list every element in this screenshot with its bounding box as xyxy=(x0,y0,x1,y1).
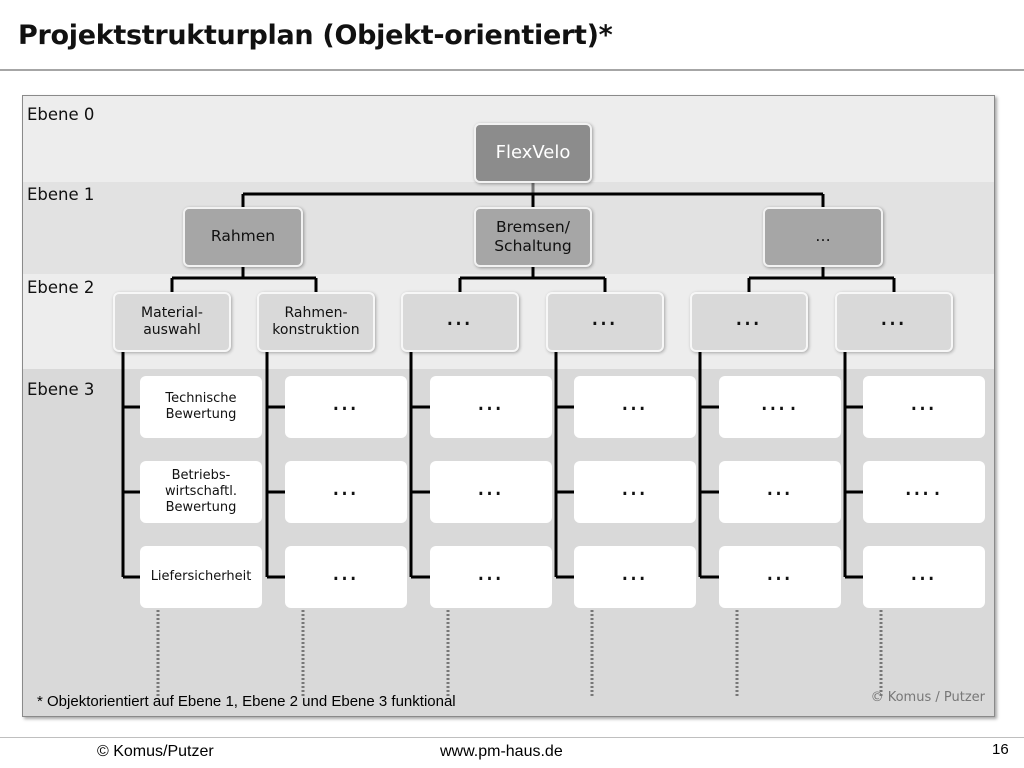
footer-website: www.pm-haus.de xyxy=(440,743,563,760)
level-label-2: Ebene 2 xyxy=(27,278,95,297)
footnote: * Objektorientiert auf Ebene 1, Ebene 2 … xyxy=(37,693,456,710)
level1-node: Rahmen xyxy=(183,207,303,267)
level3-node: Liefersicherheit xyxy=(140,546,262,608)
level3-node: … xyxy=(574,546,696,608)
level3-node: …. xyxy=(719,376,841,438)
level3-node: … xyxy=(719,461,841,523)
page-number: 16 xyxy=(992,741,1009,758)
level2-node: Rahmen- konstruktion xyxy=(257,292,375,352)
connector-lines xyxy=(121,183,896,696)
level2-node: … xyxy=(835,292,953,352)
level2-node: … xyxy=(401,292,519,352)
level3-node: … xyxy=(719,546,841,608)
level3-node: … xyxy=(285,546,407,608)
copyright-watermark: © Komus / Putzer xyxy=(870,690,985,705)
level3-node: … xyxy=(285,461,407,523)
wbs-diagram: Ebene 0 Ebene 1 Ebene 2 Ebene 3 * Objekt… xyxy=(22,95,995,717)
level3-node: … xyxy=(863,376,985,438)
root-node: FlexVelo xyxy=(474,123,592,183)
level3-node: …. xyxy=(863,461,985,523)
level3-node: Betriebs- wirtschaftl. Bewertung xyxy=(140,461,262,523)
level3-node: … xyxy=(430,461,552,523)
level3-node: … xyxy=(285,376,407,438)
level3-node: Technische Bewertung xyxy=(140,376,262,438)
level-label-1: Ebene 1 xyxy=(27,185,95,204)
slide-title: Projektstrukturplan (Objekt-orientiert)* xyxy=(18,20,613,51)
level2-node: … xyxy=(690,292,808,352)
level-label-3: Ebene 3 xyxy=(27,380,95,399)
level3-node: … xyxy=(574,461,696,523)
level-label-0: Ebene 0 xyxy=(27,105,95,124)
level2-node: Material- auswahl xyxy=(113,292,231,352)
footer-copyright: © Komus/Putzer xyxy=(97,743,214,760)
level1-node: … xyxy=(763,207,883,267)
level3-node: … xyxy=(430,376,552,438)
title-divider xyxy=(0,69,1024,71)
level3-node: … xyxy=(574,376,696,438)
level3-node: … xyxy=(430,546,552,608)
level3-node: … xyxy=(863,546,985,608)
level1-node: Bremsen/ Schaltung xyxy=(474,207,592,267)
footer-divider xyxy=(0,737,1024,738)
level2-node: … xyxy=(546,292,664,352)
